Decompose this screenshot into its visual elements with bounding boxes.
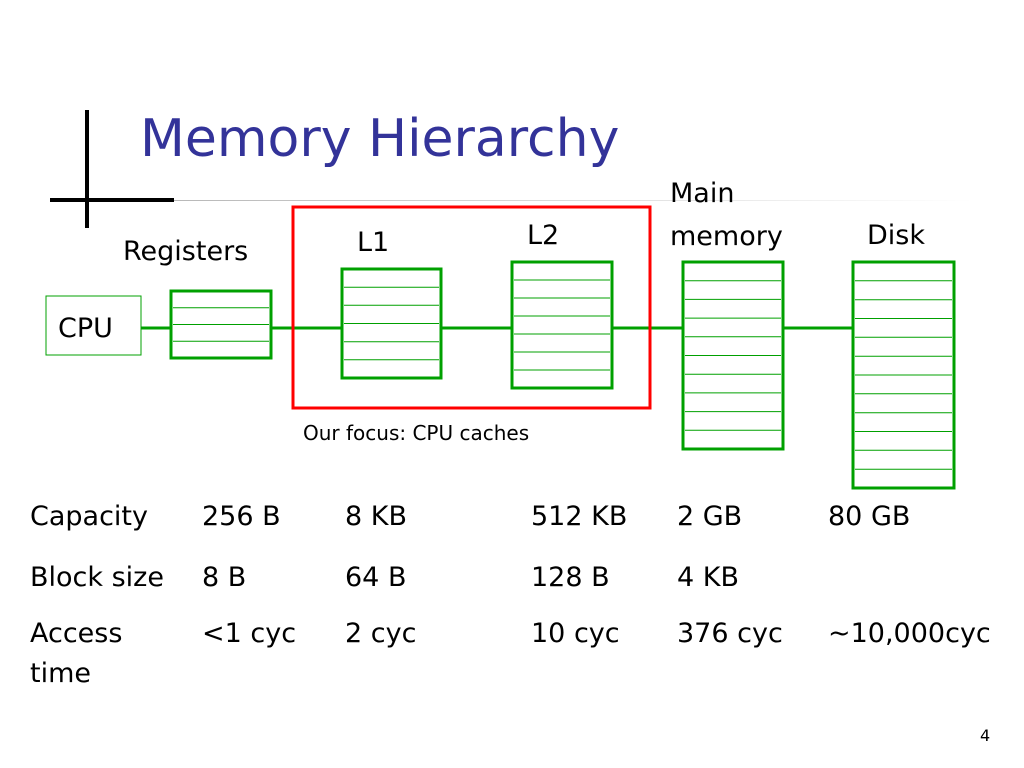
block-size-registers: 8 B — [202, 562, 247, 593]
title-underline-fade — [174, 200, 974, 201]
block-size-main-memory: 4 KB — [677, 562, 739, 593]
access-time-main-memory: 376 cyc — [677, 618, 783, 649]
l1-rows — [344, 286, 439, 361]
l2-label: L2 — [527, 220, 559, 251]
focus-caption: Our focus: CPU caches — [303, 421, 529, 445]
access-time-l2: 10 cyc — [531, 618, 620, 649]
capacity-l2: 512 KB — [531, 501, 628, 532]
disk-label: Disk — [867, 220, 925, 251]
capacity-disk: 80 GB — [828, 501, 911, 532]
l1-label: L1 — [357, 227, 389, 258]
main-memory-label-line1: Main — [670, 178, 734, 209]
registers-rows — [173, 307, 269, 342]
cpu-box — [45, 295, 142, 356]
block-size-l1: 64 B — [345, 562, 407, 593]
l2-rows — [514, 279, 610, 371]
page-number: 4 — [980, 726, 991, 745]
title-horizontal-rule — [50, 198, 174, 202]
row-label-capacity: Capacity — [30, 501, 148, 532]
cpu-caches-focus-box — [291, 205, 652, 410]
capacity-main-memory: 2 GB — [677, 501, 743, 532]
access-time-disk: ~10,000cyc — [828, 618, 991, 649]
memory-hierarchy-diagram: CPU Registers L1 L2 Main memory Disk Our… — [45, 178, 956, 490]
row-label-block-size: Block size — [30, 562, 164, 593]
page-title: Memory Hierarchy — [140, 109, 620, 169]
registers-label: Registers — [123, 236, 248, 267]
cpu-label: CPU — [58, 313, 113, 344]
capacity-registers: 256 B — [202, 501, 281, 532]
access-time-l1: 2 cyc — [345, 618, 417, 649]
block-size-l2: 128 B — [531, 562, 610, 593]
row-label-access-time: Access time — [30, 618, 123, 689]
main-memory-rows — [685, 280, 781, 431]
l2-box — [510, 260, 614, 390]
main-memory-label-line2: memory — [670, 221, 783, 252]
access-time-registers: <1 cyc — [202, 618, 297, 649]
capacity-l1: 8 KB — [345, 501, 407, 532]
disk-rows — [855, 280, 952, 470]
title-vertical-rule — [85, 110, 89, 228]
